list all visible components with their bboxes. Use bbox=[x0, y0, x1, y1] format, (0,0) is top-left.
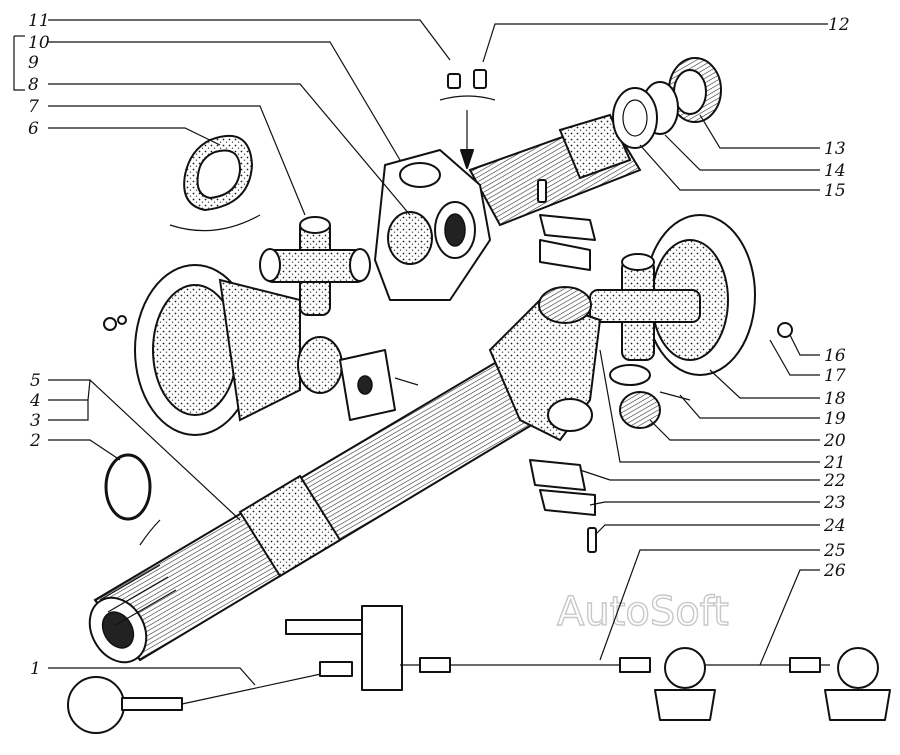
callout-24: 24 bbox=[823, 516, 846, 536]
main-shaft bbox=[88, 358, 542, 664]
callout-12: 12 bbox=[828, 15, 850, 35]
left-flange-housing bbox=[103, 216, 419, 436]
grease-fittings bbox=[439, 69, 496, 169]
callout-14: 14 bbox=[824, 161, 846, 181]
callout-21: 21 bbox=[823, 453, 846, 473]
callout-16: 16 bbox=[824, 346, 846, 366]
lock-ring bbox=[169, 135, 261, 232]
callout-17: 17 bbox=[824, 366, 846, 386]
callout-13: 13 bbox=[824, 139, 846, 159]
callout-20: 20 bbox=[823, 431, 846, 451]
callout-4: 4 bbox=[29, 391, 41, 411]
callout-19: 19 bbox=[824, 409, 846, 429]
callout-11: 11 bbox=[28, 11, 50, 31]
callout-8: 8 bbox=[28, 75, 39, 95]
callout-26: 26 bbox=[823, 561, 846, 581]
callout-5: 5 bbox=[30, 371, 41, 391]
callout-3: 3 bbox=[30, 411, 41, 431]
driveline-overview bbox=[67, 605, 891, 734]
callout-6: 6 bbox=[28, 119, 39, 139]
callout-1: 1 bbox=[30, 659, 41, 679]
upper-shaft bbox=[374, 113, 642, 301]
bearing-set bbox=[612, 57, 722, 149]
callout-25: 25 bbox=[823, 541, 846, 561]
callout-9: 9 bbox=[28, 53, 39, 73]
callout-labels: 11 10 9 8 7 6 5 4 3 2 1 12 13 14 15 16 1… bbox=[28, 11, 850, 679]
callout-18: 18 bbox=[824, 389, 846, 409]
right-flange-housing bbox=[589, 214, 793, 429]
center-yoke bbox=[488, 179, 602, 553]
callout-2: 2 bbox=[29, 431, 41, 451]
callout-10: 10 bbox=[28, 33, 50, 53]
o-ring bbox=[104, 453, 161, 546]
callout-22: 22 bbox=[823, 471, 846, 491]
leader-lines bbox=[13, 19, 828, 686]
watermark-text: AutoSoft bbox=[557, 589, 729, 635]
callout-23: 23 bbox=[823, 493, 846, 513]
callout-7: 7 bbox=[28, 97, 39, 117]
callout-15: 15 bbox=[824, 181, 846, 201]
